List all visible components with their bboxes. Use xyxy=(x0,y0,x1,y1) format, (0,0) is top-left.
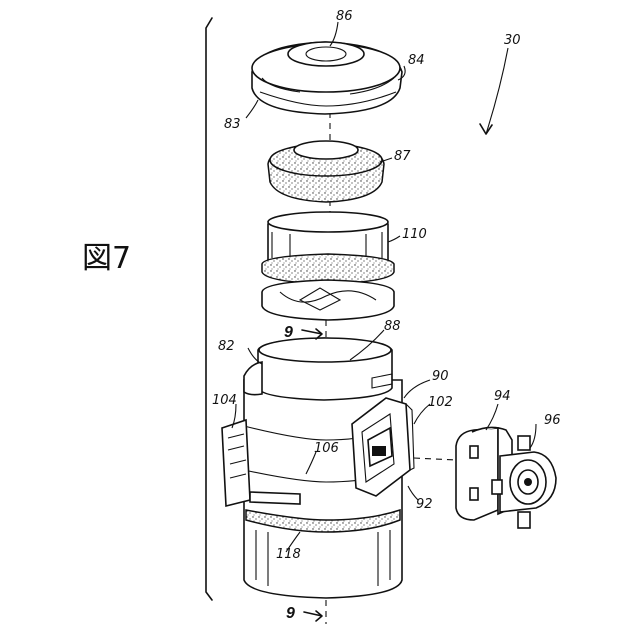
callout-96: 96 xyxy=(544,413,561,428)
callout-88: 88 xyxy=(384,319,401,334)
callout-90: 90 xyxy=(432,369,449,384)
callout-86: 86 xyxy=(336,9,353,24)
connector-line xyxy=(414,458,456,460)
callout-82: 82 xyxy=(218,339,235,354)
bracket-line xyxy=(206,18,212,600)
figure-label: 図7 xyxy=(82,241,131,276)
callout-94: 94 xyxy=(494,389,511,404)
callout-110: 110 xyxy=(402,227,427,242)
callout-102: 102 xyxy=(428,395,453,410)
section-mark-bottom: 9 xyxy=(286,605,295,622)
cap-84 xyxy=(252,42,402,114)
callout-83: 83 xyxy=(224,117,241,132)
section-mark-top: 9 xyxy=(284,324,293,341)
ring-110 xyxy=(262,212,394,320)
assembly-ref-30: 30 xyxy=(504,33,521,48)
callout-118: 118 xyxy=(276,547,301,562)
callout-92: 92 xyxy=(416,497,433,512)
filter-87 xyxy=(268,141,384,202)
valve-94 xyxy=(456,427,556,528)
callout-106: 106 xyxy=(314,441,339,456)
callout-87: 87 xyxy=(394,149,411,164)
callout-104: 104 xyxy=(212,393,237,408)
callout-84: 84 xyxy=(408,53,425,68)
